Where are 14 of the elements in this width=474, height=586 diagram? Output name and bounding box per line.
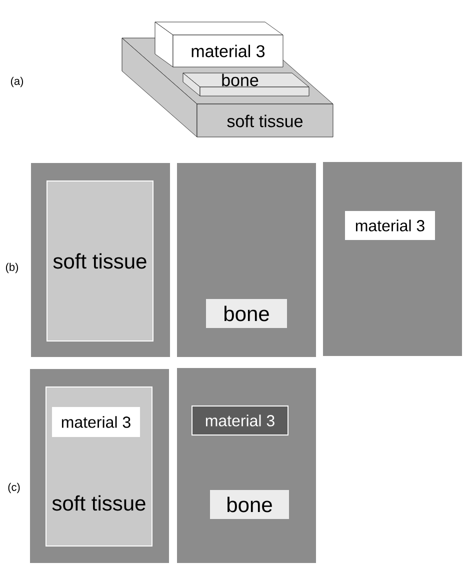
label-box: bone — [210, 490, 289, 519]
label-box: material 3 — [52, 407, 140, 437]
panel — [177, 163, 316, 357]
label-box: bone — [206, 299, 287, 328]
node-label: soft tissue — [227, 114, 303, 128]
panel-label: (c) — [8, 482, 20, 494]
panel — [323, 162, 462, 356]
region-box: soft tissue — [46, 180, 154, 342]
panel-label: (b) — [6, 262, 18, 274]
label-box: material 3 — [192, 406, 288, 436]
label-box: material 3 — [345, 211, 435, 240]
block-drawing: bone — [182, 72, 310, 96]
block-drawing: material 3 — [154, 22, 284, 68]
panel-label: (a) — [10, 76, 24, 88]
